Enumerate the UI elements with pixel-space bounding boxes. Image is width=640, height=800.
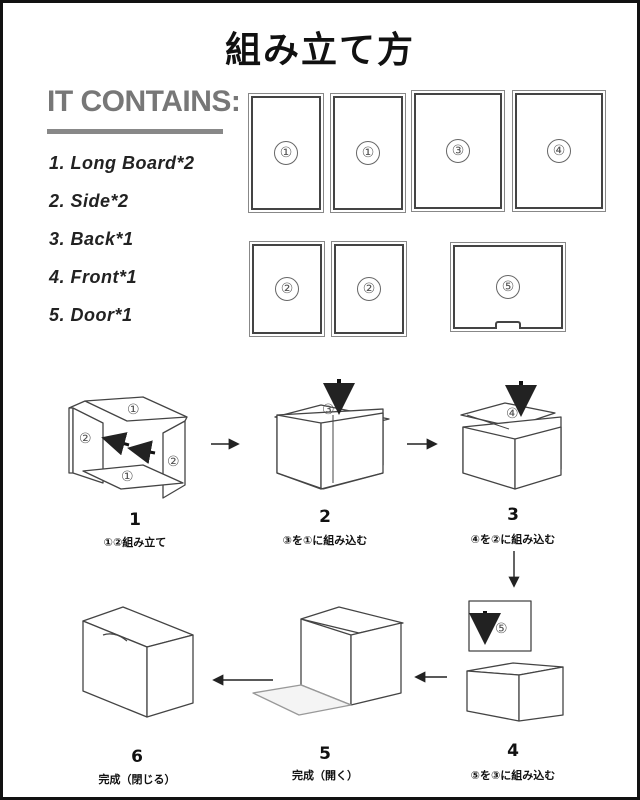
step5-diagram	[252, 606, 404, 716]
board-label: ②	[275, 277, 299, 301]
board-label: ①	[274, 141, 298, 165]
step-number: 5	[319, 744, 331, 764]
contains-heading: IT CONTAINS:	[47, 85, 241, 118]
part-item: 1. Long Board*2	[49, 153, 195, 173]
part-item: 4. Front*1	[49, 267, 138, 287]
step-number: 6	[131, 747, 143, 767]
flow-arrows	[211, 438, 520, 686]
step1-diagram	[68, 396, 188, 499]
step-number: 2	[319, 507, 331, 527]
step4-diagram	[466, 600, 564, 722]
page-title: 組み立て方	[224, 30, 415, 71]
step-number: 4	[507, 741, 519, 761]
step3-panel-label: ④	[506, 406, 519, 422]
board-label: ②	[357, 277, 381, 301]
part-item: 2. Side*2	[49, 191, 129, 211]
step1-right-label: ②	[167, 454, 180, 470]
board-label: ⑤	[496, 275, 520, 299]
board-back: ③	[414, 93, 502, 209]
board-label: ①	[356, 141, 380, 165]
assembly-diagram: ① ② ② ① ③ ④ ⑤	[68, 379, 564, 722]
step3-diagram	[460, 402, 562, 490]
step-number: 3	[507, 505, 519, 525]
step-caption: ④を②に組み込む	[470, 533, 556, 546]
step-caption: 完成（開く）	[292, 769, 358, 782]
step4-door-label: ⑤	[495, 621, 508, 637]
step1-arrows	[101, 432, 156, 465]
step-number: 1	[129, 510, 141, 530]
part-item: 5. Door*1	[49, 305, 133, 325]
board-side-1: ②	[252, 244, 322, 334]
door-handle-icon	[495, 321, 521, 329]
parts-list: 1. Long Board*2 2. Side*2 3. Back*1 4. F…	[49, 149, 195, 339]
board-label: ④	[547, 139, 571, 163]
step1-top-label: ①	[127, 402, 140, 418]
board-long-2: ①	[333, 96, 403, 210]
step-caption: ③を①に組み込む	[282, 534, 368, 547]
step-caption: ①②組み立て	[103, 536, 167, 549]
step-caption: ⑤を③に組み込む	[470, 769, 556, 782]
board-label: ③	[446, 139, 470, 163]
heading-underline	[47, 129, 223, 134]
step6-diagram	[82, 606, 194, 718]
step2-panel-label: ③	[322, 402, 335, 418]
board-door: ⑤	[453, 245, 563, 329]
step-caption: 完成（閉じる）	[98, 773, 176, 786]
step1-left-label: ②	[79, 431, 92, 447]
board-side-2: ②	[334, 244, 404, 334]
board-long-1: ①	[251, 96, 321, 210]
board-front: ④	[515, 93, 603, 209]
step1-bottom-label: ①	[121, 469, 134, 485]
part-item: 3. Back*1	[49, 229, 134, 249]
